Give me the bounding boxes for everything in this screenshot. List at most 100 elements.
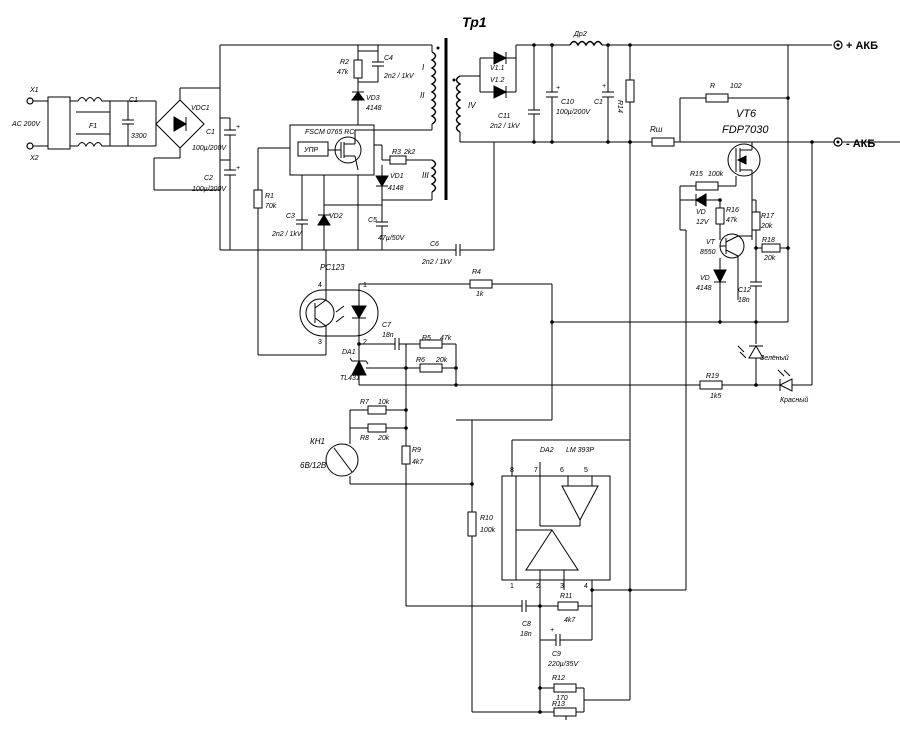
akb-plus-label: + АКБ (846, 40, 878, 52)
r2-label: R2 (340, 59, 349, 66)
c10-label: C10 (561, 99, 574, 106)
c6-label: C6 (430, 241, 439, 248)
r8-label: R8 (360, 435, 369, 442)
svg-text:+: + (236, 165, 240, 172)
indicator-leds: Зелёный Красный (730, 140, 814, 404)
da2-pin3: 3 (560, 583, 564, 590)
vd3-value: 4148 (366, 105, 382, 112)
red-led-label: Красный (780, 396, 808, 404)
vd12-label: VD (696, 209, 706, 216)
pc-pin3: 3 (318, 339, 322, 346)
c7-label: C7 (382, 322, 392, 329)
winding-iv-label: IV (468, 101, 476, 110)
shunt-and-fet: Rш R 102 VT6 FDP7030 (650, 45, 832, 322)
r12-value: 170 (556, 695, 568, 702)
transformer-title: Тр1 (462, 14, 487, 30)
c7-value: 18n (382, 332, 394, 339)
r12-label: R12 (552, 675, 565, 682)
vt-label: VT (706, 239, 716, 246)
pc123-optocoupler: PC123 4 3 1 2 (258, 250, 470, 356)
da1-label: DA1 (342, 349, 356, 356)
da2-pin2: 2 (536, 583, 540, 590)
r15-value: 100k (708, 171, 724, 178)
c2-label: C2 (204, 175, 213, 182)
r9-value: 4k7 (412, 459, 424, 466)
ac-input: X1 X2 AC 200V (11, 87, 72, 162)
vt6-label: VT6 (736, 108, 757, 120)
r18-value: 20k (763, 255, 776, 262)
c4-value: 2n2 / 1kV (383, 73, 415, 80)
r-label: R (710, 83, 715, 90)
rsh-label: Rш (650, 125, 663, 134)
c4-label: C4 (384, 55, 393, 62)
c1b-label: C1 (206, 129, 215, 136)
x2-label: X2 (29, 155, 39, 162)
r11-label: R11 (560, 593, 572, 600)
upr-label: УПР (303, 147, 319, 154)
r2-value: 47k (337, 69, 349, 76)
r16-label: R16 (726, 207, 739, 214)
svg-text:+: + (556, 85, 560, 92)
pc-pin1: 1 (363, 282, 367, 289)
lm393-comparator: DA2 LM 393P 8 7 6 5 1 2 3 4 (501, 140, 687, 700)
x1-label: X1 (29, 87, 39, 94)
da2-pin1: 1 (510, 583, 514, 590)
dr2-label: Др2 (573, 31, 587, 38)
line-filter: F1 C1 3300 (72, 97, 156, 148)
akb-minus-label: - АКБ (846, 138, 875, 150)
output-rectifier: V1.1 V1.2 (480, 44, 570, 99)
r9-label: R9 (412, 447, 421, 454)
r19-value: 1k5 (710, 393, 721, 400)
r12-r13: R12 170 R13 (538, 640, 630, 720)
r17-value: 20k (760, 223, 773, 230)
r4-value: 1k (476, 291, 484, 298)
c10-value: 100µ/200V (556, 109, 591, 116)
vd4148-label: VD (700, 275, 710, 282)
r13-label: R13 (552, 701, 565, 708)
r6-value: 20k (435, 357, 448, 364)
ic-label: FSCM 0765 RC (305, 129, 355, 136)
c5-value: 47µ/50V (378, 235, 406, 242)
c6-value: 2n2 / 1kV (421, 259, 453, 266)
c1b-value: 100µ/200V (192, 145, 227, 152)
r18-label: R18 (762, 237, 775, 244)
vt-value: 8550 (700, 249, 716, 256)
svg-text:+: + (602, 83, 606, 90)
r5-label: R5 (422, 335, 431, 342)
winding-i-label: I (422, 63, 425, 72)
kh1-value: 6В/12В (300, 461, 327, 470)
green-led-label: Зелёный (760, 354, 789, 362)
ac-voltage-label: AC 200V (11, 121, 41, 128)
r-value: 102 (730, 83, 742, 90)
r3-label: R3 (392, 149, 401, 156)
bridge-rectifier: VDC1 (153, 87, 220, 191)
c3-value: 2n2 / 1kV (271, 231, 303, 238)
f1-label: F1 (89, 123, 97, 130)
da2-pin4: 4 (584, 583, 588, 590)
aux-supply: R3 2k2 III VD1 4148 C5 47µ/50V (324, 149, 437, 250)
comparator-network: C8 18n R11 4k7 + C9 220µ/35V (520, 590, 593, 668)
r19-label: R19 (706, 373, 719, 380)
pc123-label: PC123 (320, 263, 345, 272)
vd1-value: 4148 (388, 185, 404, 192)
output-filter: C11 2n2 / 1kV + C10 100µ/200V Др2 + C1 R… (489, 31, 832, 144)
r10: R10 100k (456, 419, 552, 713)
v11-label: V1.1 (490, 65, 505, 72)
r15-label: R15 (690, 171, 703, 178)
tl431-label: TL431 (340, 375, 360, 382)
r3-value: 2k2 (403, 149, 415, 156)
primary-rail (220, 44, 440, 251)
fscm-controller: FSCM 0765 RC УПР (257, 124, 432, 220)
vdc1-label: VDC1 (191, 105, 210, 112)
c2-value: 100µ/200V (192, 186, 227, 193)
vd4148-value: 4148 (696, 285, 712, 292)
vd1-label: VD1 (390, 173, 404, 180)
fdp-label: FDP7030 (722, 124, 769, 136)
r1-value: 70k (265, 203, 277, 210)
da2-pin6: 6 (560, 467, 564, 474)
r8-value: 20k (377, 435, 390, 442)
r16-value: 47k (726, 217, 738, 224)
c8-value: 18n (520, 631, 532, 638)
c1c-label: C1 (594, 99, 603, 106)
transformer-primary: I II (420, 45, 440, 130)
